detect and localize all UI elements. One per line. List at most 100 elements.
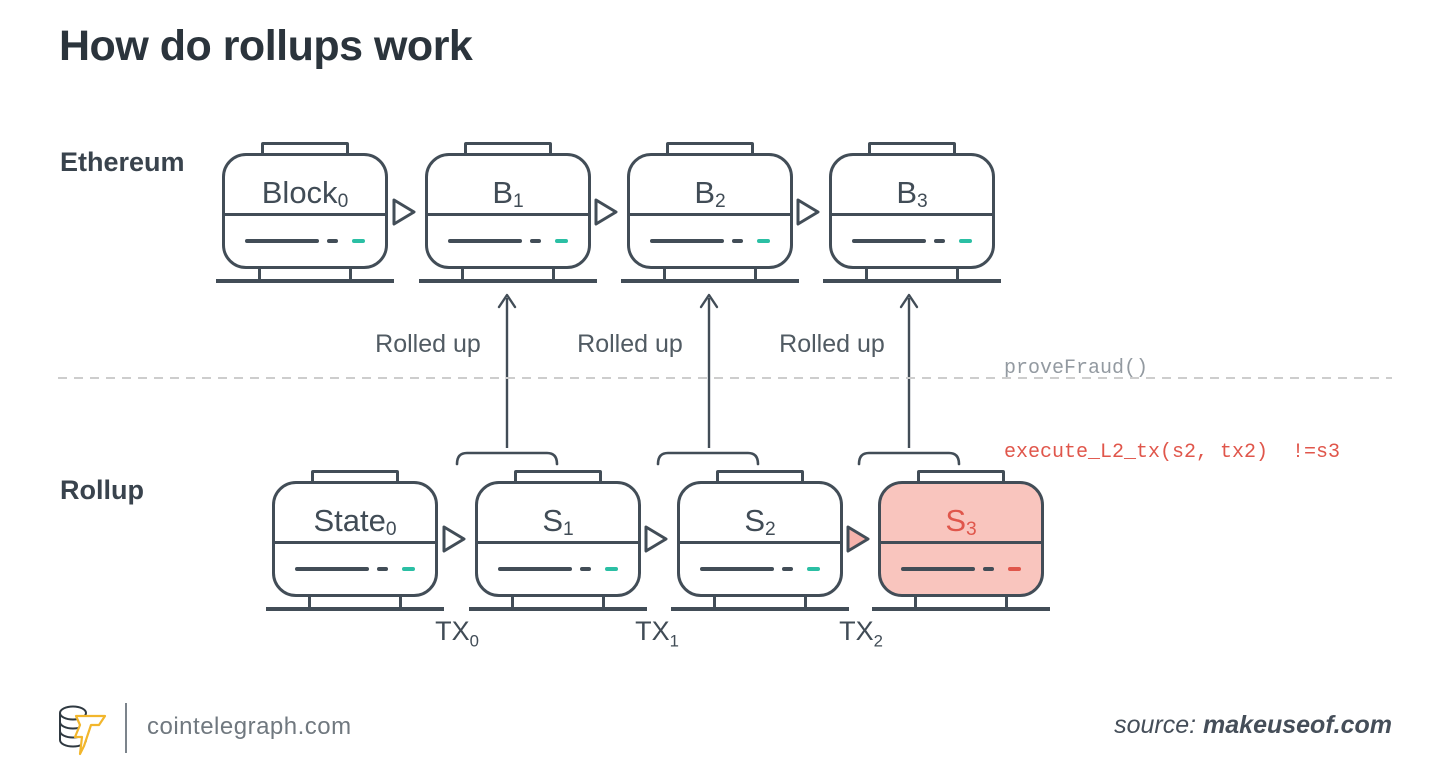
cointelegraph-logo-icon (59, 705, 107, 756)
data-line-icon (852, 239, 926, 243)
block-divider (630, 213, 790, 216)
block-content (630, 216, 790, 266)
data-dash-icon (732, 239, 743, 243)
block-feet (713, 597, 807, 610)
data-line-icon (901, 567, 975, 571)
accent-dash-icon (807, 567, 820, 571)
accent-dash-icon (757, 239, 770, 243)
page-title: How do rollups work (59, 22, 473, 70)
block-baseline (671, 607, 849, 611)
accent-dash-icon (605, 567, 618, 571)
block-content (881, 544, 1041, 594)
block-feet (865, 269, 959, 282)
block-divider (225, 213, 385, 216)
arrow-right-icon (644, 525, 668, 553)
block-baseline (216, 279, 394, 283)
block-feet (663, 269, 757, 282)
arrow-right-icon (594, 198, 618, 226)
block-baseline (872, 607, 1050, 611)
accent-dash-icon (555, 239, 568, 243)
brace-icon (656, 451, 760, 466)
accent-dash-icon (959, 239, 972, 243)
source-label: source: (1114, 711, 1204, 739)
block-content (225, 216, 385, 266)
block-content (680, 544, 840, 594)
block-feet (914, 597, 1008, 610)
data-line-icon (700, 567, 774, 571)
block-content (478, 544, 638, 594)
block-divider (832, 213, 992, 216)
data-dash-icon (377, 567, 388, 571)
footer-separator (125, 703, 127, 753)
arrow-right-icon (392, 198, 416, 226)
block-baseline (621, 279, 799, 283)
arrow-right-icon (796, 198, 820, 226)
data-line-icon (448, 239, 522, 243)
block-divider (881, 541, 1041, 544)
block-feet (461, 269, 555, 282)
ethereum-layer-label: Ethereum (60, 147, 185, 177)
brace-icon (857, 451, 961, 466)
accent-dash-icon (1008, 567, 1021, 571)
data-line-icon (245, 239, 319, 243)
brace-icon (455, 451, 559, 466)
data-dash-icon (983, 567, 994, 571)
block-divider (428, 213, 588, 216)
tx-label-1: TX1 (635, 616, 679, 651)
data-dash-icon (782, 567, 793, 571)
data-dash-icon (580, 567, 591, 571)
block-content (832, 216, 992, 266)
accent-dash-icon (352, 239, 365, 243)
source-value-link[interactable]: makeuseof.com (1203, 711, 1392, 739)
block-content (275, 544, 435, 594)
data-dash-icon (327, 239, 338, 243)
rolled-up-label: Rolled up (779, 330, 885, 358)
arrow-right-icon-highlight (846, 525, 870, 553)
block-feet (308, 597, 402, 610)
block-baseline (419, 279, 597, 283)
data-dash-icon (530, 239, 541, 243)
arrow-right-icon (442, 525, 466, 553)
tx-label-0: TX0 (435, 616, 479, 651)
accent-dash-icon (402, 567, 415, 571)
layer-divider-line (58, 377, 1392, 379)
block-feet (258, 269, 352, 282)
block-baseline (469, 607, 647, 611)
fraud-proof-code: proveFraud() execute_L2_tx(s2, tx2) !=s3 (1004, 299, 1340, 523)
block-divider (275, 541, 435, 544)
code-line-execute: execute_L2_tx(s2, tx2) !=s3 (1004, 441, 1341, 464)
rolled-up-label: Rolled up (577, 330, 683, 358)
block-content (428, 216, 588, 266)
footer-site-link[interactable]: cointelegraph.com (147, 713, 352, 740)
arrow-up-icon (497, 293, 517, 448)
tx-label-2: TX2 (839, 616, 883, 651)
footer-source: source: makeuseof.com (1114, 711, 1392, 740)
block-divider (478, 541, 638, 544)
block-baseline (823, 279, 1001, 283)
block-divider (680, 541, 840, 544)
code-line-provefraud: proveFraud() (1004, 357, 1149, 380)
